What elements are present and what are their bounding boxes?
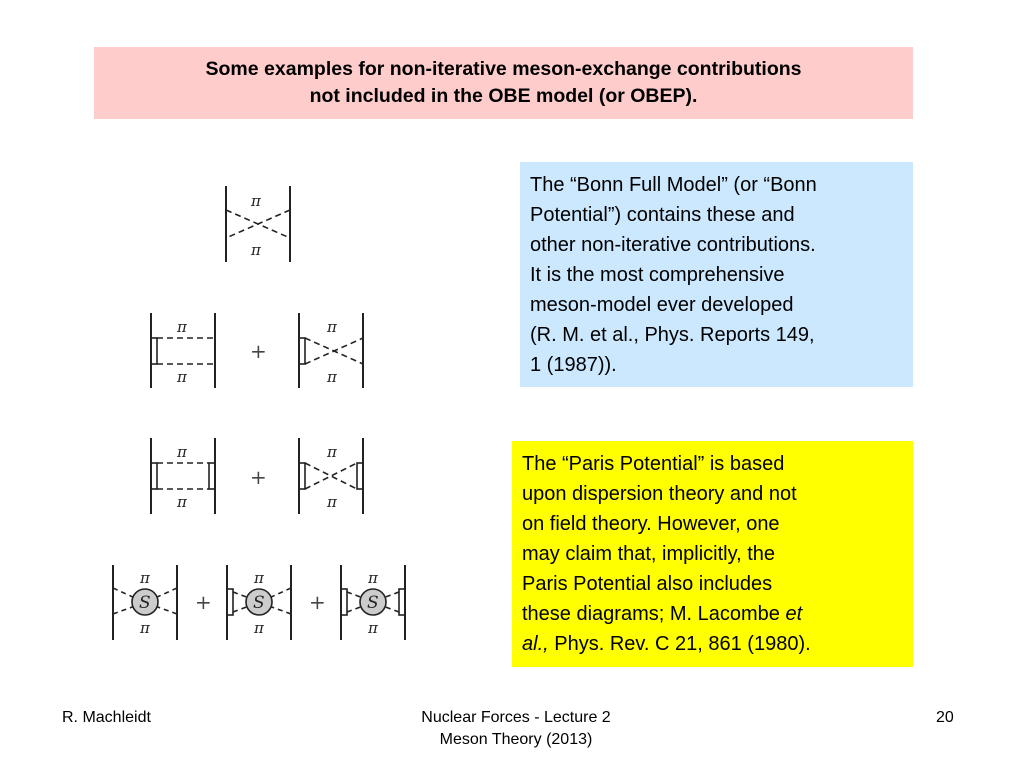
- bonn-line: It is the most comprehensive: [530, 264, 785, 286]
- bonn-potential-box: The “Bonn Full Model” (or “Bonn Potentia…: [520, 162, 913, 387]
- pion-label: π: [367, 619, 379, 637]
- pion-label: π: [176, 493, 188, 511]
- footer-author: R. Machleidt: [62, 709, 151, 726]
- paris-line: al., Phys. Rev. C 21, 861 (1980).: [522, 629, 903, 659]
- plus-sign: +: [309, 590, 326, 614]
- paris-line: The “Paris Potential” is based: [522, 453, 785, 475]
- page-number: 20: [936, 709, 954, 726]
- diagram-row2-left: [150, 313, 216, 388]
- paris-line: these diagrams; M. Lacombe et: [522, 599, 903, 629]
- pion-label: π: [326, 368, 338, 386]
- diagram-row2-right: [298, 313, 364, 388]
- pion-label: π: [250, 241, 262, 259]
- pion-label: π: [326, 443, 338, 461]
- diagram-row4-a: [112, 565, 178, 640]
- paris-italic-al: al.,: [522, 633, 549, 655]
- slide-title-line-1: Some examples for non-iterative meson-ex…: [205, 58, 802, 80]
- plus-sign: +: [250, 465, 267, 489]
- paris-citation: Phys. Rev. C 21, 861 (1980).: [548, 633, 811, 655]
- paris-italic-et: et: [785, 603, 803, 625]
- pion-label: π: [176, 368, 188, 386]
- diagram-row3-right: [298, 438, 364, 514]
- bonn-line: 1 (1987)).: [530, 354, 617, 376]
- pion-label: π: [253, 619, 265, 637]
- pion-label: π: [326, 493, 338, 511]
- slide-title-line-2: not included in the OBE model (or OBEP).: [309, 85, 698, 107]
- diagram-row4-b: [226, 565, 292, 640]
- s-matrix-label: S: [367, 593, 379, 613]
- feynman-diagrams: π π π π π π π π π π π π π π π π + + + + …: [112, 186, 406, 640]
- bonn-line: The “Bonn Full Model” (or “Bonn: [530, 174, 817, 196]
- diagram-row4-c: [340, 565, 406, 640]
- footer-course-line-2: Meson Theory (2013): [439, 731, 593, 748]
- bonn-line: (R. M. et al., Phys. Reports 149,: [530, 324, 815, 346]
- pion-label: π: [250, 192, 262, 210]
- footer-course-line-1: Nuclear Forces - Lecture 2: [421, 709, 611, 726]
- bonn-line: other non-iterative contributions.: [530, 234, 816, 256]
- paris-line: Paris Potential also includes: [522, 573, 773, 595]
- pion-label: π: [139, 569, 151, 587]
- paris-line-text: these diagrams; M. Lacombe: [522, 603, 780, 625]
- s-matrix-label: S: [139, 593, 151, 613]
- footer-course: Nuclear Forces - Lecture 2 Meson Theory …: [366, 707, 666, 751]
- diagram-crossed-box: [225, 186, 291, 262]
- pion-label: π: [176, 443, 188, 461]
- diagram-row3-left: [150, 438, 216, 514]
- slide-title: Some examples for non-iterative meson-ex…: [94, 47, 913, 119]
- pion-label: π: [253, 569, 265, 587]
- plus-sign: +: [250, 339, 267, 363]
- pion-label: π: [326, 318, 338, 336]
- pion-label: π: [139, 619, 151, 637]
- paris-line: on field theory. However, one: [522, 513, 780, 535]
- bonn-line: Potential”) contains these and: [530, 204, 795, 226]
- s-matrix-label: S: [253, 593, 265, 613]
- pion-label: π: [367, 569, 379, 587]
- paris-line: may claim that, implicitly, the: [522, 543, 776, 565]
- paris-potential-box: The “Paris Potential” is based upon disp…: [512, 441, 913, 667]
- pion-label: π: [176, 318, 188, 336]
- bonn-line: meson-model ever developed: [530, 294, 794, 316]
- plus-sign: +: [195, 590, 212, 614]
- paris-line: upon dispersion theory and not: [522, 483, 797, 505]
